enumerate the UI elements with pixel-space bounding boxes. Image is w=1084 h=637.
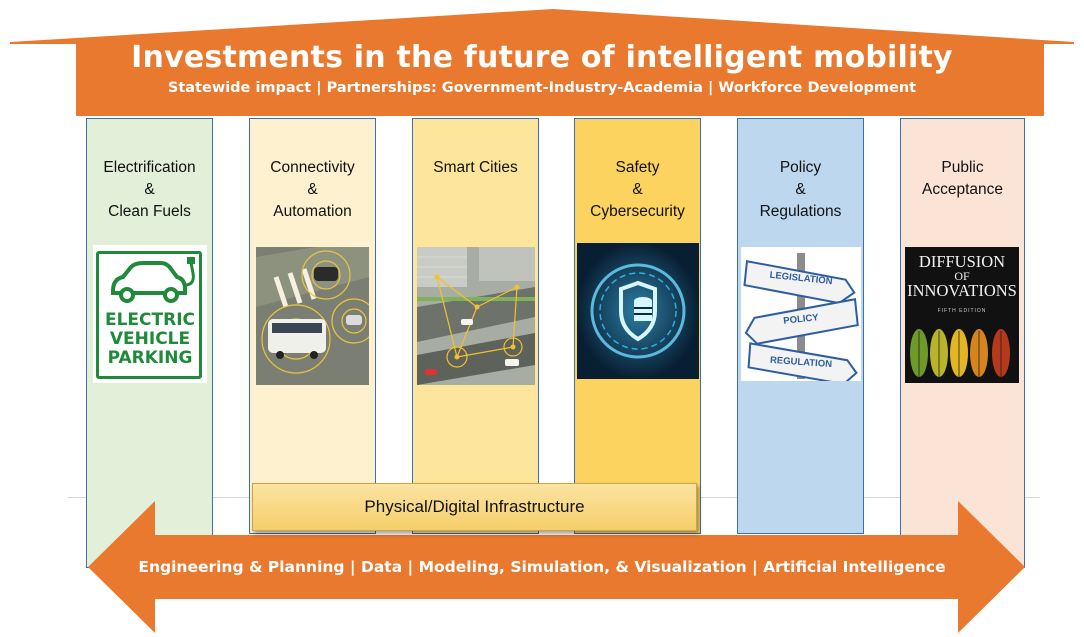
roof-band (76, 44, 1044, 116)
leaves-graphic (910, 329, 1010, 377)
diagram-subtitle: Statewide impact | Partnerships: Governm… (167, 80, 917, 96)
foundation-label: Engineering & Planning | Data | Modeling… (138, 558, 946, 576)
cybersecurity-shield-image (577, 243, 699, 379)
sign-line: ELECTRIC (104, 310, 196, 330)
infrastructure-label: Physical/Digital Infrastructure (364, 497, 585, 516)
pillar-electrification: Electrification & Clean Fuels ELECTRIC V… (86, 118, 213, 568)
connected-vehicles-image (256, 247, 369, 385)
book-title-line: OF (954, 269, 970, 283)
sign-line: PARKING (107, 348, 193, 368)
road-signs-image: LEGISLATION POLICY REGULATION (741, 247, 861, 381)
infrastructure-box: Physical/Digital Infrastructure (252, 483, 697, 531)
pillar-label: Electrification & Clean Fuels (103, 159, 196, 220)
diagram-title: Investments in the future of intelligent… (131, 40, 953, 75)
pillar-label: Connectivity & Automation (270, 159, 355, 220)
pillar-label: Policy & Regulations (759, 159, 842, 220)
ev-parking-sign-image: ELECTRIC VEHICLE PARKING (93, 245, 207, 383)
ev-car-plug-icon (111, 257, 195, 303)
roof-banner (10, 9, 1074, 116)
book-cover-image: DIFFUSION OF INNOVATIONS FIFTH EDITION (905, 247, 1019, 383)
pillar-label: Smart Cities (433, 159, 518, 176)
pillar-connectivity: Connectivity & Automation (249, 118, 376, 534)
pillar-label: Public Acceptance (922, 159, 1003, 198)
book-edition: FIFTH EDITION (937, 308, 987, 314)
sign-line: VEHICLE (109, 329, 191, 349)
pillar-public-acceptance: Public Acceptance DIFFUSION OF INNOVATIO… (900, 118, 1025, 568)
book-title-line: INNOVATIONS (907, 281, 1017, 300)
pillar-label: Safety & Cybersecurity (590, 159, 685, 220)
shield-icon (619, 280, 657, 342)
pillar-smart-cities: Smart Cities (412, 118, 539, 534)
roof-peak (10, 9, 1074, 44)
pillar-safety: Safety & Cybersecurity (574, 118, 701, 534)
foundation-double-arrow (88, 501, 1025, 633)
pillar-policy: Policy & Regulations LEGISLATION POLICY … (737, 118, 864, 534)
smart-city-image (417, 247, 535, 385)
book-title-line: DIFFUSION (918, 252, 1006, 271)
